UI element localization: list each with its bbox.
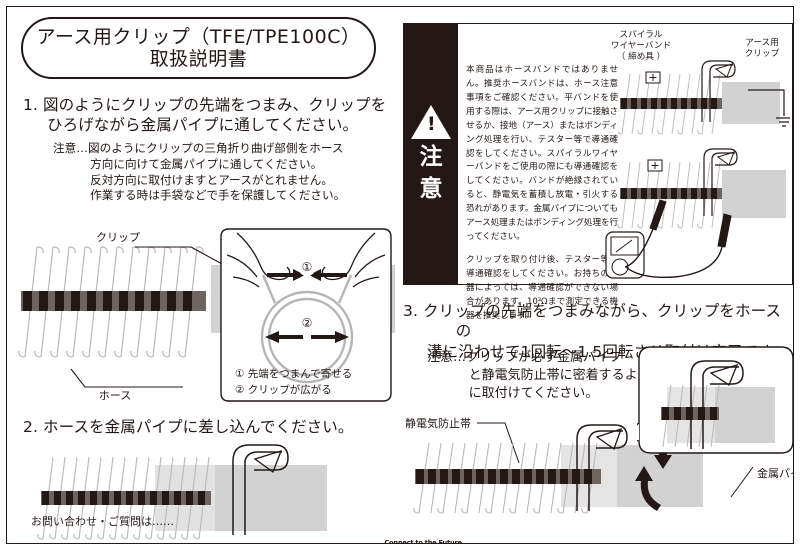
- band-clamp-icon: [645, 71, 661, 84]
- step-3-note-label: 注意…: [427, 350, 467, 365]
- step-3-diagram: 静電気防止帯: [405, 416, 794, 514]
- test-leads: [624, 228, 723, 278]
- earth-clip-shape: [576, 424, 628, 511]
- earth-clip-label: アース用 クリップ: [734, 38, 790, 60]
- hose-shape: [37, 456, 211, 540]
- step-1-text: 1. 図のようにクリップの先端をつまみ、クリップを ひろげながら金属パイプに通し…: [23, 95, 395, 136]
- caution-paragraph-1: 本商品はホースバンドではありません。推奨ホースバンドは、ホース注意事項をご確認く…: [466, 65, 618, 243]
- arrow-mark-1: ①: [302, 260, 313, 274]
- step-3-note-line-3: に取付けてください。: [468, 385, 599, 401]
- caution-kanji-2: 意: [419, 176, 443, 202]
- hand-legend-2: ② クリップが広がる: [235, 383, 332, 396]
- metal-pipe-shape: [713, 387, 775, 443]
- warning-upper-diagram: [618, 60, 790, 135]
- step-3-inset: [637, 346, 793, 454]
- warning-lower-diagram: [605, 148, 786, 279]
- warning-triangle-icon: [411, 105, 451, 140]
- antistatic-stripe: [41, 491, 211, 505]
- freedial-mark-icon: [27, 543, 57, 544]
- arrow-outward-group: [265, 331, 349, 343]
- ground-wire: [748, 89, 790, 127]
- spiral-band-label-line-2: ワイヤーバンド: [610, 41, 672, 52]
- hand-pinch-diagram: ① ② ① 先端をつまんで寄せる ② クリップが広がる: [220, 228, 392, 402]
- step-1-note-line-3: 反対方向に取付けますとアースがとれません。: [90, 172, 334, 187]
- caution-paragraph-2: クリップを取り付け後、テスター等で導通確認をしてください。お持ちの機器によっては…: [466, 254, 618, 321]
- tester-device: [605, 231, 645, 279]
- hose-shape: [18, 246, 206, 358]
- caution-kanji-1: 注: [419, 144, 443, 171]
- inset-pointer: [637, 422, 640, 442]
- antistatic-label: 静電気防止帯: [405, 416, 471, 430]
- arrow-mark-2: ②: [302, 316, 313, 330]
- leader-line-pipe: [730, 466, 754, 498]
- page-frame: アース用クリップ（TFE/TPE100C） 取扱説明書 1. 図のようにクリップ…: [6, 6, 794, 544]
- logo-tagline: Connect to the Future: [384, 539, 462, 544]
- step-3-note-line-1: クリップが必ず金属パイプ: [466, 350, 623, 365]
- step-1-note-line-2: 方向に向けて金属パイプに通してください。: [90, 156, 323, 171]
- step-2-line-1: ホースを金属パイプに差し込んでください。: [43, 418, 354, 436]
- step-2-text: 2. ホースを金属パイプに差し込んでください。: [23, 417, 395, 437]
- step-3-note-line-2: と静電気防止帯に密着するよう: [468, 367, 651, 383]
- title-line-1: アース用クリップ（TFE/TPE100C）: [36, 25, 361, 48]
- antistatic-stripe: [21, 291, 206, 311]
- caution-panel: 注 意 本商品はホースバンドではありません。推奨ホースバンドは、ホース注意事項を…: [403, 23, 793, 321]
- step-2-number: 2.: [23, 418, 38, 436]
- step-1-note-line-4: 作業する時は手袋などで手を保護してください。: [90, 188, 346, 203]
- step-1-note-label: 注意…: [53, 141, 88, 155]
- step-1-line-1: 図のようにクリップの先端をつまみ、クリップを: [43, 96, 387, 114]
- mark-1-bg: [298, 258, 316, 276]
- caution-text: 本商品はホースバンドではありません。推奨ホースバンドは、ホース注意事項をご確認く…: [466, 64, 618, 324]
- earth-clip-label-line-1: アース用: [745, 38, 779, 48]
- earth-clip-shape: [232, 444, 289, 535]
- metal-pipe-shape: [722, 82, 780, 124]
- step-1-note: 注意…図のようにクリップの三角折り曲げ部側をホース 方向に向けて金属パイプに通し…: [53, 141, 399, 204]
- antistatic-stripe: [661, 407, 719, 420]
- earth-clip-label-line-2: クリップ: [744, 49, 780, 60]
- band-clamp-icon: [647, 159, 663, 172]
- customer-desk-text: お客様相談室まで: [190, 543, 278, 544]
- arrow-inward-group: [267, 269, 347, 281]
- title-line-2: 取扱説明書: [149, 48, 248, 70]
- hand-legend-1: ① 先端をつまんで寄せる: [235, 367, 352, 380]
- step-1-note-line-1: 図のようにクリップの三角折り曲げ部側をホース: [87, 141, 344, 155]
- spiral-band-label-line-1: スパイラル: [619, 30, 663, 40]
- earth-clip-shape: [701, 60, 736, 122]
- metal-pipe-shape: [207, 465, 327, 531]
- pipe-label: 金属パイプ: [757, 466, 794, 480]
- earth-clip-shape: [703, 148, 738, 216]
- caution-bar: 注 意: [404, 24, 458, 284]
- step-2-diagram: [37, 444, 327, 540]
- metal-pipe-shape: [722, 170, 786, 218]
- antistatic-stripe: [415, 469, 601, 484]
- toyox-logo: Connect to the Future TOYOX®: [336, 532, 509, 544]
- phone-number[interactable]: 0120-52-3132: [67, 542, 180, 544]
- leader-line-antistatic: [477, 422, 520, 464]
- hose-label: ホース: [99, 389, 131, 402]
- test-probes: [649, 199, 732, 248]
- step-3-number: 3.: [403, 302, 418, 320]
- page-title: アース用クリップ（TFE/TPE100C） 取扱説明書: [21, 17, 376, 79]
- mark-2-bg: [298, 314, 316, 332]
- spiral-band-label: スパイラル ワイヤーバンド （ 締め具 ）: [602, 30, 680, 64]
- antistatic-stripe: [620, 188, 722, 199]
- earth-clip-shape: [690, 360, 744, 449]
- antistatic-stripe: [620, 98, 722, 109]
- step-3-note: 注意…クリップが必ず金属パイプ と静電気防止帯に密着するよう に取付けてください…: [427, 349, 677, 403]
- step-3-line-1: クリップの先端をつまみながら、クリップをホースの: [423, 302, 782, 341]
- hands-illustration: [226, 232, 386, 288]
- step-1-number: 1.: [23, 96, 38, 114]
- step-1-line-2: ひろげながら金属パイプに通してください。: [47, 116, 359, 135]
- spiral-band-label-line-3: （ 締め具 ）: [616, 52, 666, 63]
- inquiry-text: お問い合わせ・ご質問は……: [31, 515, 174, 528]
- clip-label: クリップ: [96, 231, 140, 244]
- footer: お問い合わせ・ご質問は…… 0120-52-3132 お客様相談室まで Conn…: [27, 513, 787, 544]
